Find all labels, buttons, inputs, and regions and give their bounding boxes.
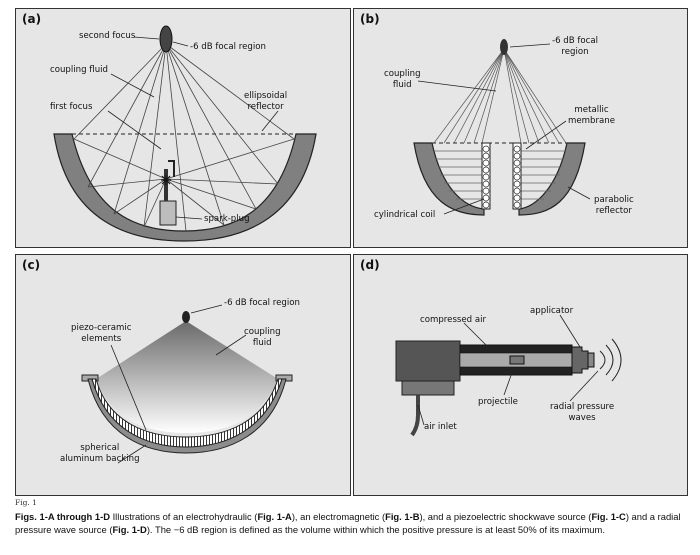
focal-region [182,311,190,323]
caption-ref-d: Fig. 1-D [112,524,147,535]
spark-icon [161,175,171,185]
coupling-line2: fluid [392,79,412,90]
air-inlet-label: air inlet [424,422,457,432]
reflector-line1: parabolic [594,195,634,205]
caption-text-5: ). The −6 dB region is defined as the vo… [146,524,605,535]
membrane-line2: membrane [568,115,616,126]
electrohydraulic-diagram [53,25,317,242]
coil-left [481,142,491,210]
piezo-line2: elements [81,333,122,344]
compressed-air-label: compressed air [420,315,487,325]
caption-text-3: ), and a piezoelectric shockwave source … [419,511,592,522]
membrane-lines [434,150,566,200]
second-focus-label: second focus [79,31,136,41]
reflector-line1: ellipsoidal [244,91,288,101]
focal-line2: region [561,46,589,57]
coupling-line1: coupling [244,327,281,337]
parabolic-reflector [413,142,485,216]
piezo-line1: piezo-ceramic [71,323,132,333]
metallic-membrane-label: metallic membrane [568,105,615,126]
radial-pressure-waves [599,338,622,382]
coupling-fluid-region [96,321,278,433]
panel-d-label: (d) [360,258,380,272]
ellipsoidal-reflector-label: ellipsoidal reflector [244,91,287,112]
focal-line1: -6 dB focal [552,36,599,46]
coupling-fluid-label: coupling fluid [384,69,421,90]
focal-region-label: -6 dB focal region [552,36,598,57]
panel-c-piezoelectric: (c) -6 dB focal region piezo-ceramic ele… [15,254,351,496]
radial-pressure-waves-label: radial pressure waves [550,402,614,423]
figure-number: Fig. 1 [15,498,37,507]
membrane-line1: metallic [574,105,609,115]
piezo-ceramic-elements-label: piezo-ceramic elements [71,323,131,344]
cylindrical-coil-label: cylindrical coil [374,210,436,220]
spark-plug-label: spark-plug [204,214,250,224]
caption-ref-a: Fig. 1-A [257,511,292,522]
electromagnetic-diagram [413,39,591,216]
caption-text-1: Illustrations of an electrohydraulic ( [109,511,258,522]
coupling-fluid-label: coupling fluid [50,65,108,75]
panel-b-electromagnetic: (b) -6 dB focal region coupling fluid me… [353,8,688,248]
reflector-line2: reflector [595,205,632,216]
backing-line2: aluminum backing [60,453,140,464]
coupling-line1: coupling [384,69,421,79]
radial-pressure-diagram [395,314,622,437]
second-focus-region [159,25,173,53]
caption-text-2: ), an electromagnetic ( [291,511,386,522]
caption-ref-b: Fig. 1-B [385,511,420,522]
panel-b-label: (b) [360,12,380,26]
panel-d-radial-pressure: (d) applicator compressed air projectile… [353,254,688,496]
first-focus-label: first focus [50,102,93,112]
panel-a-label: (a) [22,12,42,26]
piezoelectric-diagram [81,304,293,464]
converging-rays [433,48,567,144]
coupling-line2: fluid [252,337,272,348]
spark-plug-body [159,200,177,226]
backing-line1: spherical [80,443,120,453]
waves-line2: waves [568,412,596,423]
handpiece-body [395,340,461,382]
reflected-rays [73,43,295,232]
projectile-label: projectile [478,397,518,407]
caption-text-4: ) and a radial pressure wave source ( [15,511,681,535]
projectile [509,355,525,365]
waves-line1: radial pressure [550,402,615,412]
focal-region [500,39,508,55]
spherical-backing-label: spherical aluminum backing [60,443,140,464]
caption-ref-c: Fig. 1-C [591,511,626,522]
focal-region-label: -6 dB focal region [224,298,300,308]
applicator-label: applicator [530,306,574,316]
figure-caption: Figs. 1-A through 1-D Illustrations of a… [15,510,691,536]
coupling-fluid-label: coupling fluid [244,327,281,348]
parabolic-reflector-label: parabolic reflector [594,195,634,216]
reflector-line2: reflector [247,101,284,112]
caption-lead: Figs. 1-A through 1-D [15,511,110,522]
coil-right [512,142,522,210]
focal-region-label: -6 dB focal region [190,42,266,52]
ellipsoidal-reflector [53,133,317,242]
panel-a-electrohydraulic: (a) second focus -6 dB focal region coup… [15,8,351,248]
panel-c-label: (c) [22,258,41,272]
applicator [571,346,589,374]
air-inlet-tube [410,395,420,437]
